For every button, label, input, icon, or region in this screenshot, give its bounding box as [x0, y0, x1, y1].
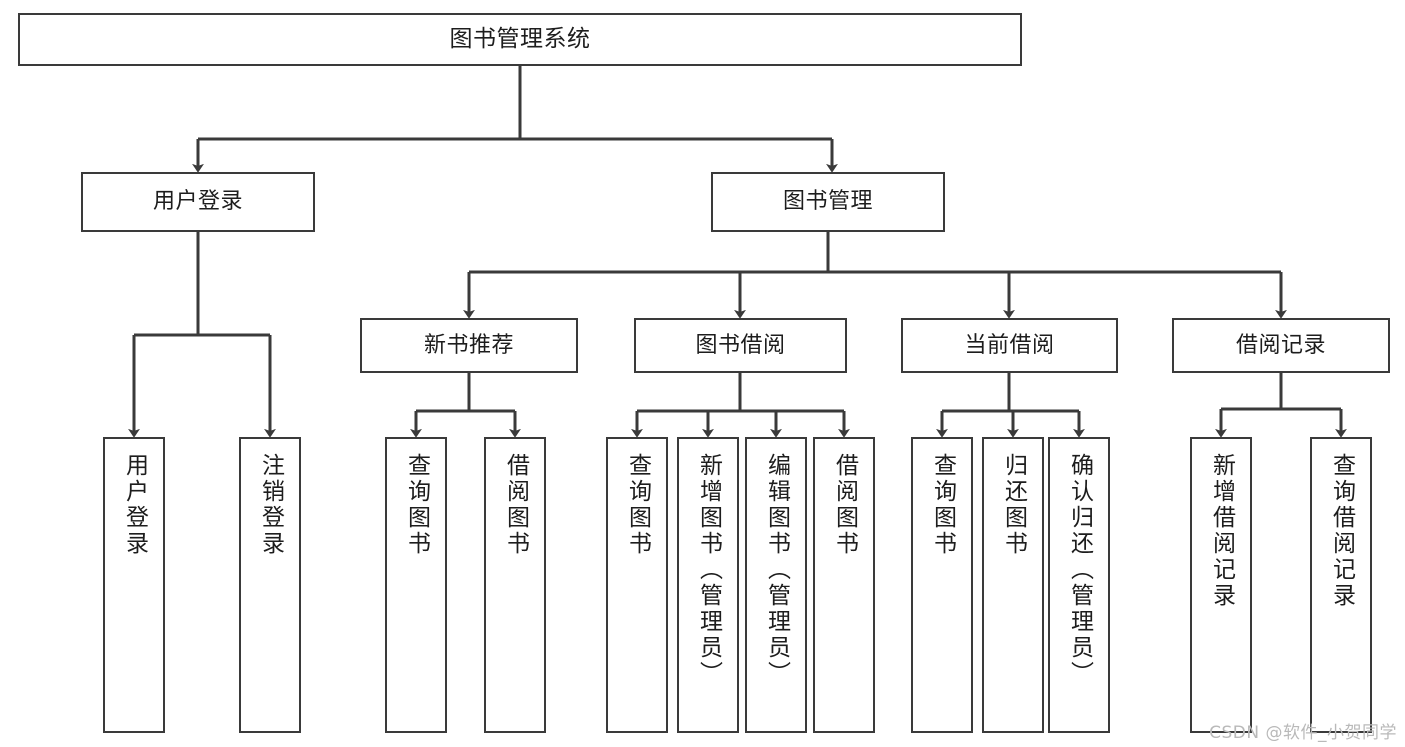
node-label: 编辑图书（管理员）: [763, 453, 790, 687]
node-label: 查询图书: [624, 453, 651, 557]
node-leaf-borrow-book-recommend: 借阅图书: [484, 437, 546, 733]
watermark: CSDN @软件_小贺同学: [1209, 723, 1397, 743]
node-label: 新书推荐: [423, 332, 514, 358]
node-leaf-logout-login: 注销登录: [239, 437, 301, 733]
node-current-borrow: 当前借阅: [901, 318, 1118, 373]
node-label: 查询图书: [403, 453, 430, 557]
node-leaf-query-borrow-record: 查询借阅记录: [1310, 437, 1372, 733]
node-leaf-query-book-recommend: 查询图书: [385, 437, 447, 733]
node-leaf-add-book: 新增图书（管理员）: [677, 437, 739, 733]
node-leaf-confirm-return: 确认归还（管理员）: [1048, 437, 1110, 733]
node-leaf-query-book-borrow: 查询图书: [606, 437, 668, 733]
node-label: 查询借阅记录: [1328, 453, 1355, 609]
node-label: 归还图书: [1000, 453, 1027, 557]
node-label: 借阅图书: [502, 453, 529, 557]
node-book-borrow: 图书借阅: [634, 318, 847, 373]
node-user-login: 用户登录: [81, 172, 315, 232]
node-label: 图书管理: [782, 189, 873, 215]
node-label: 确认归还（管理员）: [1066, 453, 1093, 687]
node-label: 用户登录: [152, 189, 243, 215]
node-label: 查询图书: [929, 453, 956, 557]
node-leaf-return-book: 归还图书: [982, 437, 1044, 733]
node-book-manage: 图书管理: [711, 172, 945, 232]
node-label: 当前借阅: [964, 332, 1055, 358]
node-leaf-borrow-book: 借阅图书: [813, 437, 875, 733]
node-label: 借阅记录: [1235, 332, 1326, 358]
node-label: 图书借阅: [695, 332, 786, 358]
node-leaf-add-borrow-record: 新增借阅记录: [1190, 437, 1252, 733]
node-leaf-edit-book: 编辑图书（管理员）: [745, 437, 807, 733]
node-label: 注销登录: [257, 453, 284, 557]
node-new-book-recommend: 新书推荐: [360, 318, 578, 373]
node-label: 用户登录: [121, 453, 148, 557]
node-label: 图书管理系统: [449, 25, 591, 52]
node-borrow-record: 借阅记录: [1172, 318, 1390, 373]
node-label: 借阅图书: [831, 453, 858, 557]
node-label: 新增图书（管理员）: [695, 453, 722, 687]
node-label: 新增借阅记录: [1208, 453, 1235, 609]
node-leaf-user-login: 用户登录: [103, 437, 165, 733]
node-root-system: 图书管理系统: [18, 13, 1022, 66]
node-leaf-query-book-current: 查询图书: [911, 437, 973, 733]
